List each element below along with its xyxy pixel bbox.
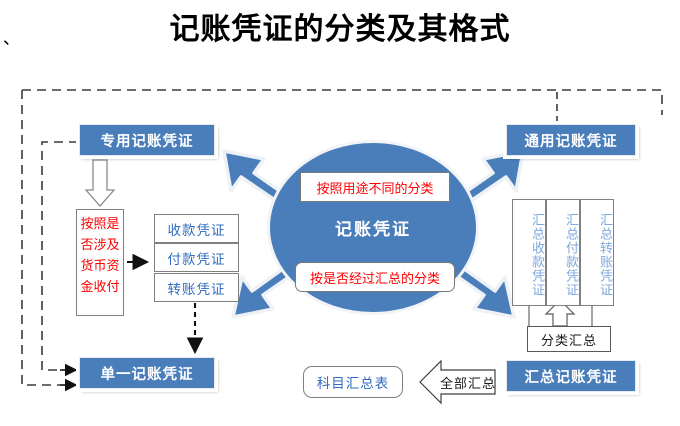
node-summary-voucher-label: 汇总记账凭证 (524, 369, 618, 386)
criterion-line-1: 按照是 (80, 216, 120, 231)
center-label: 记账凭证 (335, 220, 411, 239)
label-classify-summary-text: 分类汇总 (540, 332, 597, 348)
node-receipt-voucher-label: 收款凭证 (167, 222, 226, 238)
dashed-frame-top (22, 89, 663, 115)
hollow-arrow-down-icon (84, 159, 116, 207)
page-title: 记账凭证的分类及其格式 (169, 13, 511, 46)
criteria-bottom-label: 按是否经过汇总的分类 (309, 270, 440, 286)
node-summary-voucher[interactable]: 汇总记账凭证 (506, 360, 636, 392)
node-summary-transfer-voucher-label: 汇总转账凭证 (598, 212, 613, 297)
criteria-top-label: 按照用途不同的分类 (316, 180, 434, 196)
node-summary-payment-voucher[interactable]: 汇总付款凭证 (546, 199, 580, 306)
hollow-arrow-left-icon (419, 359, 496, 405)
node-transfer-voucher-label: 转账凭证 (167, 281, 226, 297)
criteria-bottom-box: 按是否经过汇总的分类 (295, 262, 455, 292)
node-general-voucher[interactable]: 通用记账凭证 (506, 124, 636, 156)
criterion-line-3: 货币资 (80, 258, 120, 273)
node-summary-transfer-voucher[interactable]: 汇总转账凭证 (580, 199, 614, 306)
title-marker: 、 (3, 29, 20, 48)
node-summary-receipt-voucher-label: 汇总收款凭证 (530, 212, 545, 297)
node-subject-summary-table-label: 科目汇总表 (316, 376, 390, 391)
dashed-frame-left (21, 90, 60, 386)
node-transfer-voucher[interactable]: 转账凭证 (154, 273, 239, 302)
node-payment-voucher[interactable]: 付款凭证 (154, 243, 239, 272)
node-general-voucher-label: 通用记账凭证 (524, 133, 618, 150)
label-classify-summary: 分类汇总 (527, 326, 611, 352)
node-payment-voucher-label: 付款凭证 (167, 251, 226, 267)
node-subject-summary-table[interactable]: 科目汇总表 (303, 366, 403, 398)
dashed-branch-special-to-single (41, 141, 78, 371)
criterion-line-4: 金收付 (80, 279, 120, 294)
node-single-voucher[interactable]: 单一记账凭证 (79, 357, 215, 389)
node-receipt-voucher[interactable]: 收款凭证 (154, 214, 239, 243)
criteria-top-box: 按照用途不同的分类 (300, 172, 450, 202)
criterion-line-2: 否涉及 (80, 237, 120, 252)
node-single-voucher-label: 单一记账凭证 (100, 366, 194, 383)
label-all-summary: 全部汇总 (440, 369, 496, 395)
node-special-voucher-label: 专用记账凭证 (100, 133, 194, 150)
node-criterion-cash: 按照是 否涉及 货币资 金收付 (76, 209, 124, 316)
node-summary-payment-voucher-label: 汇总付款凭证 (564, 212, 579, 297)
node-summary-receipt-voucher[interactable]: 汇总收款凭证 (512, 199, 546, 306)
label-all-summary-text: 全部汇总 (440, 375, 497, 391)
node-special-voucher[interactable]: 专用记账凭证 (79, 124, 215, 156)
